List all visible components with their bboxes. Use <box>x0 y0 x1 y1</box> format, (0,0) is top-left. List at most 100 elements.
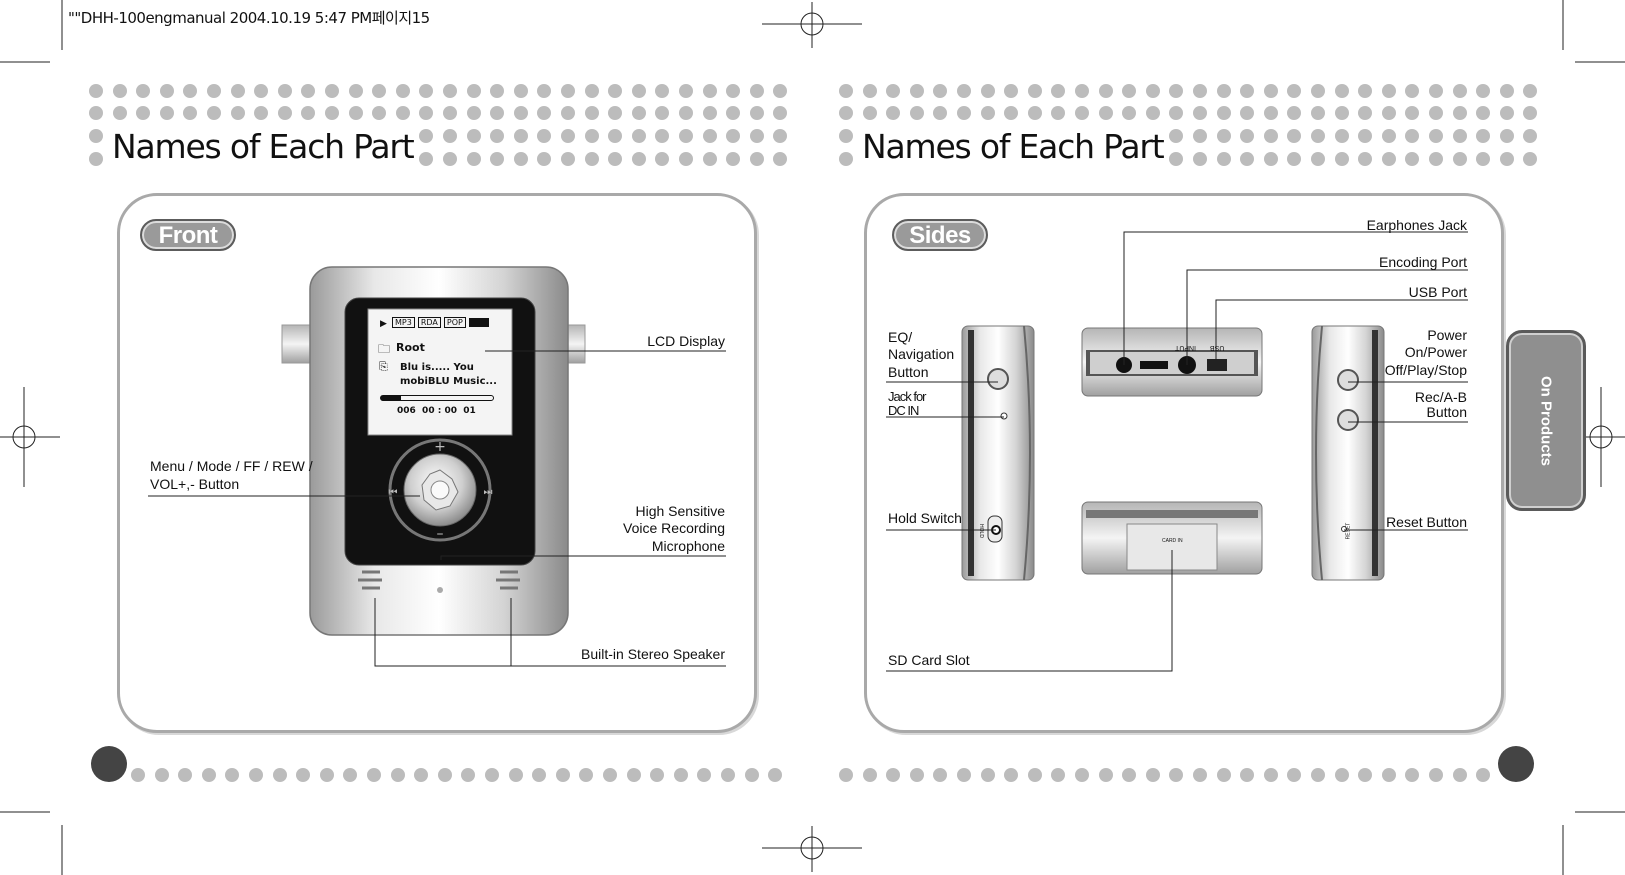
svg-text:+: + <box>434 439 446 455</box>
decorative-dot <box>862 768 877 782</box>
menu-button-label-line1: Menu / Mode / FF / REW / <box>150 458 313 474</box>
decorative-dot <box>537 106 552 120</box>
decorative-dot <box>1004 768 1019 782</box>
decorative-dot <box>1381 152 1396 166</box>
decorative-dot <box>1334 152 1349 166</box>
decorative-dot <box>207 84 221 98</box>
decorative-dot <box>1075 84 1089 98</box>
decorative-dot <box>673 768 688 782</box>
decorative-dot <box>631 129 646 143</box>
decorative-dot <box>1334 106 1349 120</box>
on-products-tab-label: On Products <box>1537 375 1555 466</box>
decorative-dot <box>886 84 901 98</box>
dc-in-label-line2: DC IN <box>888 403 919 418</box>
decorative-dot <box>159 84 174 98</box>
decorative-dot <box>1287 152 1302 166</box>
decorative-dot <box>1429 129 1443 143</box>
decorative-dot <box>1476 152 1491 166</box>
decorative-dot <box>1358 768 1373 782</box>
decorative-dot <box>702 152 717 166</box>
decorative-dot <box>490 106 505 120</box>
decorative-dot <box>537 152 552 166</box>
power-button-label-line3: Off/Play/Stop <box>1384 362 1467 378</box>
decorative-dot <box>466 152 481 166</box>
decorative-dot <box>443 106 457 120</box>
microphone-label-line3: Microphone <box>651 538 725 554</box>
decorative-dot <box>395 84 410 98</box>
decorative-dot <box>1499 152 1514 166</box>
decorative-dot <box>561 84 575 98</box>
decorative-dot <box>1004 84 1019 98</box>
decorative-dot <box>561 129 575 143</box>
decorative-dot <box>721 768 735 782</box>
decorative-dot <box>1193 768 1207 782</box>
decorative-dot <box>367 768 381 782</box>
decorative-dot <box>744 768 759 782</box>
rec-button-label-line1: Rec/A-B <box>1414 389 1467 405</box>
decorative-dot <box>726 106 741 120</box>
decorative-dot <box>697 768 712 782</box>
lcd-folder: Root <box>396 341 425 354</box>
decorative-dot <box>749 129 764 143</box>
decorative-dot <box>1476 768 1491 782</box>
decorative-dot <box>1145 84 1160 98</box>
decorative-dot <box>1287 84 1302 98</box>
decorative-dot <box>89 152 103 166</box>
decorative-dot <box>1122 106 1137 120</box>
decorative-dot <box>1452 106 1467 120</box>
decorative-dot <box>909 768 924 782</box>
decorative-dot <box>1381 129 1396 143</box>
decorative-dot <box>1452 152 1467 166</box>
decorative-dot <box>980 84 995 98</box>
decorative-dot <box>773 129 788 143</box>
decorative-dot <box>390 768 405 782</box>
decorative-dot <box>1263 768 1278 782</box>
lcd-progress-bar <box>380 395 494 401</box>
decorative-dot <box>726 84 741 98</box>
decorative-dot <box>348 106 363 120</box>
decorative-dot <box>749 152 764 166</box>
reset-button-label: Reset Button <box>1386 514 1467 530</box>
decorative-dot <box>1216 152 1231 166</box>
decorative-dot <box>773 106 788 120</box>
decorative-dot <box>1429 106 1443 120</box>
decorative-dot <box>1334 129 1349 143</box>
lcd-track-line2: mobiBLU Music... <box>400 376 497 387</box>
decorative-dot <box>419 106 434 120</box>
decorative-dot <box>254 106 269 120</box>
decorative-dot <box>1240 768 1255 782</box>
reset-mark: RESET <box>1345 522 1352 540</box>
svg-text:⏭: ⏭ <box>484 487 493 498</box>
decorative-dot <box>207 106 221 120</box>
decorative-dot <box>933 768 948 782</box>
page-corner-dot-left <box>91 746 127 782</box>
decorative-dot <box>1169 152 1184 166</box>
decorative-dot <box>1405 106 1420 120</box>
decorative-dot <box>1263 152 1278 166</box>
folder-icon: 🗀 <box>378 342 391 356</box>
eq-button-label-line1: EQ/ <box>888 329 913 345</box>
decorative-dot <box>1051 106 1066 120</box>
decorative-dot <box>561 106 575 120</box>
decorative-dot <box>650 768 665 782</box>
decorative-dot <box>490 84 505 98</box>
decorative-dot <box>1523 106 1538 120</box>
decorative-dot <box>980 106 995 120</box>
decorative-dot <box>1476 106 1491 120</box>
decorative-dot <box>957 84 971 98</box>
decorative-dot <box>749 84 764 98</box>
lcd-progress-fill <box>381 396 402 400</box>
usb-port-label: USB Port <box>1408 284 1467 300</box>
decorative-dot <box>1405 768 1420 782</box>
decorative-dot <box>225 768 240 782</box>
decorative-dot <box>1429 84 1443 98</box>
decorative-dot <box>136 106 151 120</box>
print-header: ""DHH-100engmanual 2004.10.19 5:47 PM페이지… <box>68 9 430 27</box>
encoding-port-label: Encoding Port <box>1379 254 1467 270</box>
decorative-dot <box>1075 106 1089 120</box>
play-icon: ▶ <box>380 319 387 329</box>
decorative-dot <box>443 84 457 98</box>
decorative-dot <box>980 768 995 782</box>
